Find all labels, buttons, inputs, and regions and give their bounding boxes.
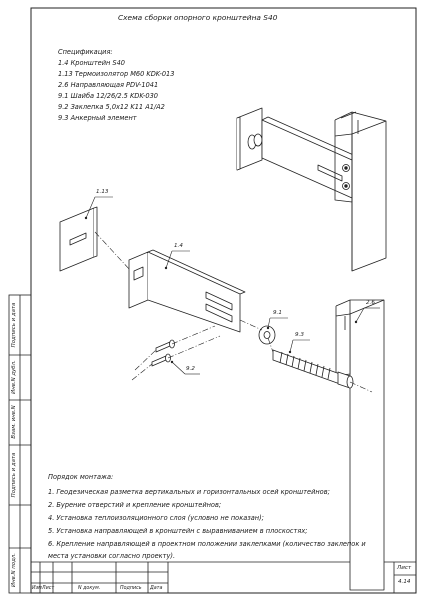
anchor-part xyxy=(272,349,354,389)
title-block xyxy=(31,561,416,593)
stamp-label: Инв.N подл. xyxy=(11,553,17,587)
assembly-axes xyxy=(94,231,373,393)
tb-sheet-number: 4.14 xyxy=(398,579,411,585)
callout-1-4: 1.4 xyxy=(174,243,183,249)
exploded-view xyxy=(59,206,385,591)
mounting-step: 1. Геодезическая разметка вертикальных и… xyxy=(48,488,330,496)
tb-sheet-label: Лист xyxy=(397,565,412,571)
drawing-title: Схема сборки опорного кронштейна S40 xyxy=(118,13,278,22)
mounting-heading: Порядок монтажа: xyxy=(48,473,114,481)
callout-9-3: 9.3 xyxy=(295,332,304,338)
rivets-part xyxy=(151,339,175,367)
mounting-step: 6. Крепление направляющей в проектном по… xyxy=(48,540,366,548)
callout-2-6: 2.6 xyxy=(366,300,375,306)
spec-item: 9.2 Заклепка 5,0x12 K11 A1/A2 xyxy=(58,103,165,111)
tb-col-doc: N докум. xyxy=(78,586,101,591)
bracket-part xyxy=(128,251,149,309)
stamp-label: Взам. инв.N xyxy=(11,405,17,439)
tb-col-izm: Изм xyxy=(32,586,42,591)
tb-col-list: Лист xyxy=(42,586,55,591)
installed-assembly-view xyxy=(236,107,387,272)
spec-heading: Спецификация: xyxy=(58,48,113,56)
mounting-step: 5. Установка направляющей в кронштейн с … xyxy=(48,527,308,535)
spec-item: 9.3 Анкерный элемент xyxy=(58,114,137,122)
mounting-step: 2. Бурение отверстий и крепление кронште… xyxy=(48,501,222,509)
stamp-label: Подпись и дата xyxy=(11,452,17,498)
spec-item: 1.4 Кронштейн S40 xyxy=(58,59,125,67)
spec-item: 2.6 Направляющая PDV-1041 xyxy=(58,81,159,89)
callout-9-2: 9.2 xyxy=(186,366,195,372)
left-stamp-strip xyxy=(8,294,32,594)
tb-col-sign: Подпись xyxy=(120,586,142,591)
mounting-step: 4. Установка теплоизоляционного слоя (ус… xyxy=(48,514,264,522)
spec-item: 1.13 Термоизолятор M60 KDK-013 xyxy=(58,70,175,78)
mounting-step: места установки согласно проекту). xyxy=(48,552,176,560)
leader-lines xyxy=(85,196,380,375)
callout-1-13: 1.13 xyxy=(96,189,109,195)
tb-col-date: Дата xyxy=(150,586,163,591)
callout-9-1: 9.1 xyxy=(273,310,282,316)
rail-part xyxy=(349,299,385,591)
spec-item: 9.1 Шайба 12/26/2.5 KDK-030 xyxy=(58,92,158,100)
stamp-label: Подпись и дата xyxy=(11,302,17,348)
